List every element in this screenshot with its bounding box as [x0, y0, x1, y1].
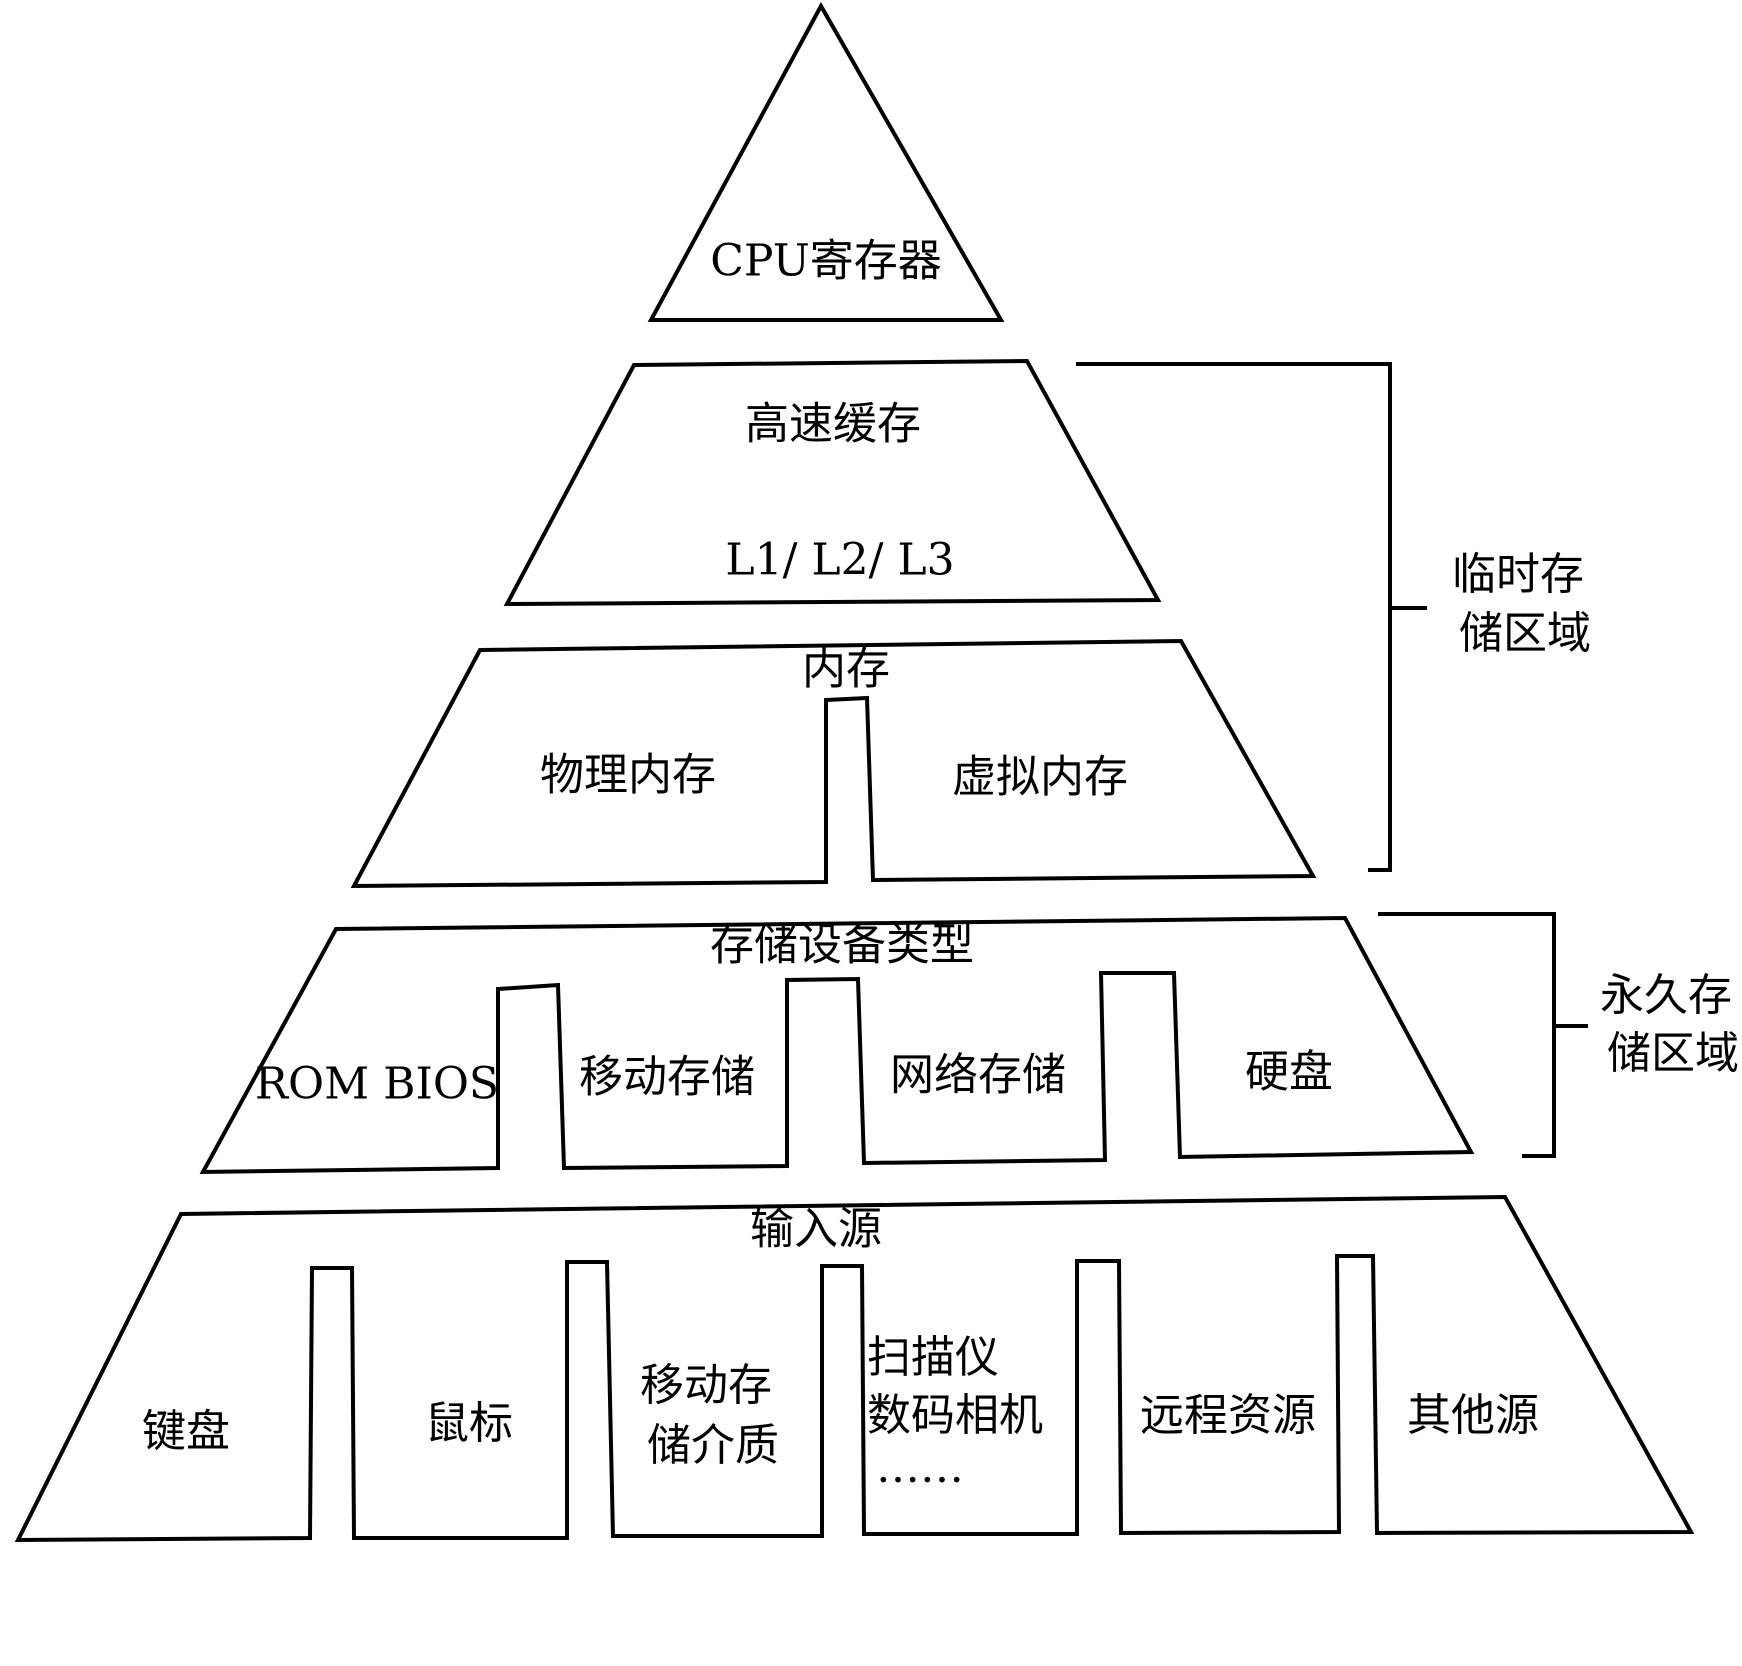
input-source-title: 输入源: [750, 1204, 882, 1255]
input-item-remote-resources: 远程资源: [1140, 1390, 1316, 1441]
permanent-storage-label-line-2: 储区域: [1607, 1028, 1739, 1079]
input-item-keyboard: 键盘: [142, 1406, 230, 1457]
input-item-scanner-camera: 扫描仪 数码相机 ……: [867, 1332, 1057, 1493]
permanent-storage-label: 永久存 储区域: [1600, 970, 1742, 1079]
input-source-level: [14, 1194, 1695, 1543]
cache-level: [503, 358, 1162, 607]
memory-title: 内存: [802, 644, 890, 695]
temporary-storage-bracket: [1076, 362, 1392, 872]
input-item-ellipsis-line: ……: [876, 1442, 964, 1493]
storage-item-network: 网络存储: [890, 1050, 1066, 1101]
storage-item-hard-disk: 硬盘: [1245, 1047, 1333, 1098]
storage-item-rom-bios: ROM BIOS: [255, 1059, 499, 1110]
input-item-scanner-line: 扫描仪: [867, 1332, 999, 1383]
virtual-memory-label: 虚拟内存: [952, 752, 1128, 803]
input-item-mouse-line: 鼠标: [425, 1398, 513, 1449]
temporary-storage-label: 临时存 储区域: [1452, 549, 1598, 659]
storage-device-title: 存储设备类型: [710, 920, 974, 971]
temporary-storage-label-line-1: 临时存: [1452, 549, 1584, 600]
permanent-storage-bracket: [1378, 912, 1556, 1158]
input-item-keyboard-line: 键盘: [142, 1406, 230, 1457]
input-item-remote-resources-line: 远程资源: [1140, 1390, 1316, 1441]
input-item-other-sources: 其他源: [1407, 1390, 1539, 1441]
storage-device-level: [199, 915, 1475, 1175]
temporary-storage-label-line-2: 储区域: [1459, 608, 1591, 659]
input-item-removable-media-line-2: 储介质: [647, 1420, 779, 1471]
cache-title: 高速缓存: [745, 399, 921, 450]
storage-item-removable: 移动存储: [579, 1052, 755, 1103]
input-item-camera-line: 数码相机: [867, 1390, 1043, 1441]
permanent-storage-label-line-1: 永久存: [1600, 970, 1732, 1021]
cpu-register-label: CPU寄存器: [710, 236, 942, 287]
input-item-removable-media-line-1: 移动存: [640, 1360, 772, 1411]
physical-memory-label: 物理内存: [540, 750, 716, 801]
cache-sub-label: L1/ L2/ L3: [725, 535, 954, 586]
cpu-register-triangle: [647, 1, 1005, 322]
input-item-other-sources-line: 其他源: [1407, 1390, 1539, 1441]
memory-level: [350, 638, 1317, 889]
input-item-mouse: 鼠标: [425, 1398, 513, 1449]
input-item-removable-media: 移动存 储介质: [640, 1360, 786, 1471]
